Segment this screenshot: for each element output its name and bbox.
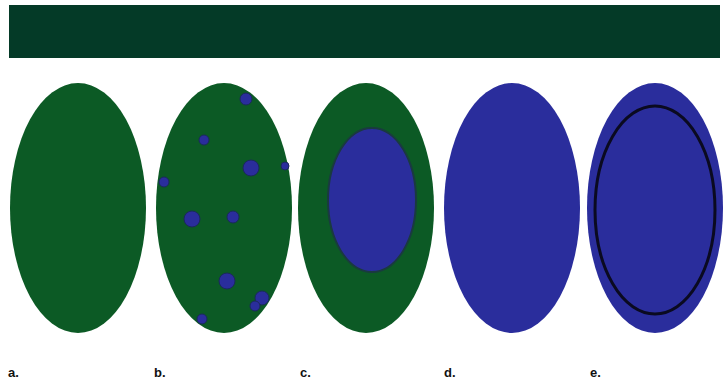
ringed-ellipse: [587, 83, 723, 333]
top-bar: [9, 5, 720, 58]
spotted-ellipse: [156, 83, 292, 333]
stage-letter: e.: [590, 366, 601, 379]
blue-ellipse: [444, 83, 580, 333]
stage-letter: a.: [8, 366, 19, 379]
stage-letter: b.: [154, 366, 166, 379]
green-ellipse: [10, 83, 146, 333]
nucleus-ellipse: [298, 83, 434, 333]
stage-letter: c.: [300, 366, 311, 379]
stage-letter: d.: [444, 366, 456, 379]
